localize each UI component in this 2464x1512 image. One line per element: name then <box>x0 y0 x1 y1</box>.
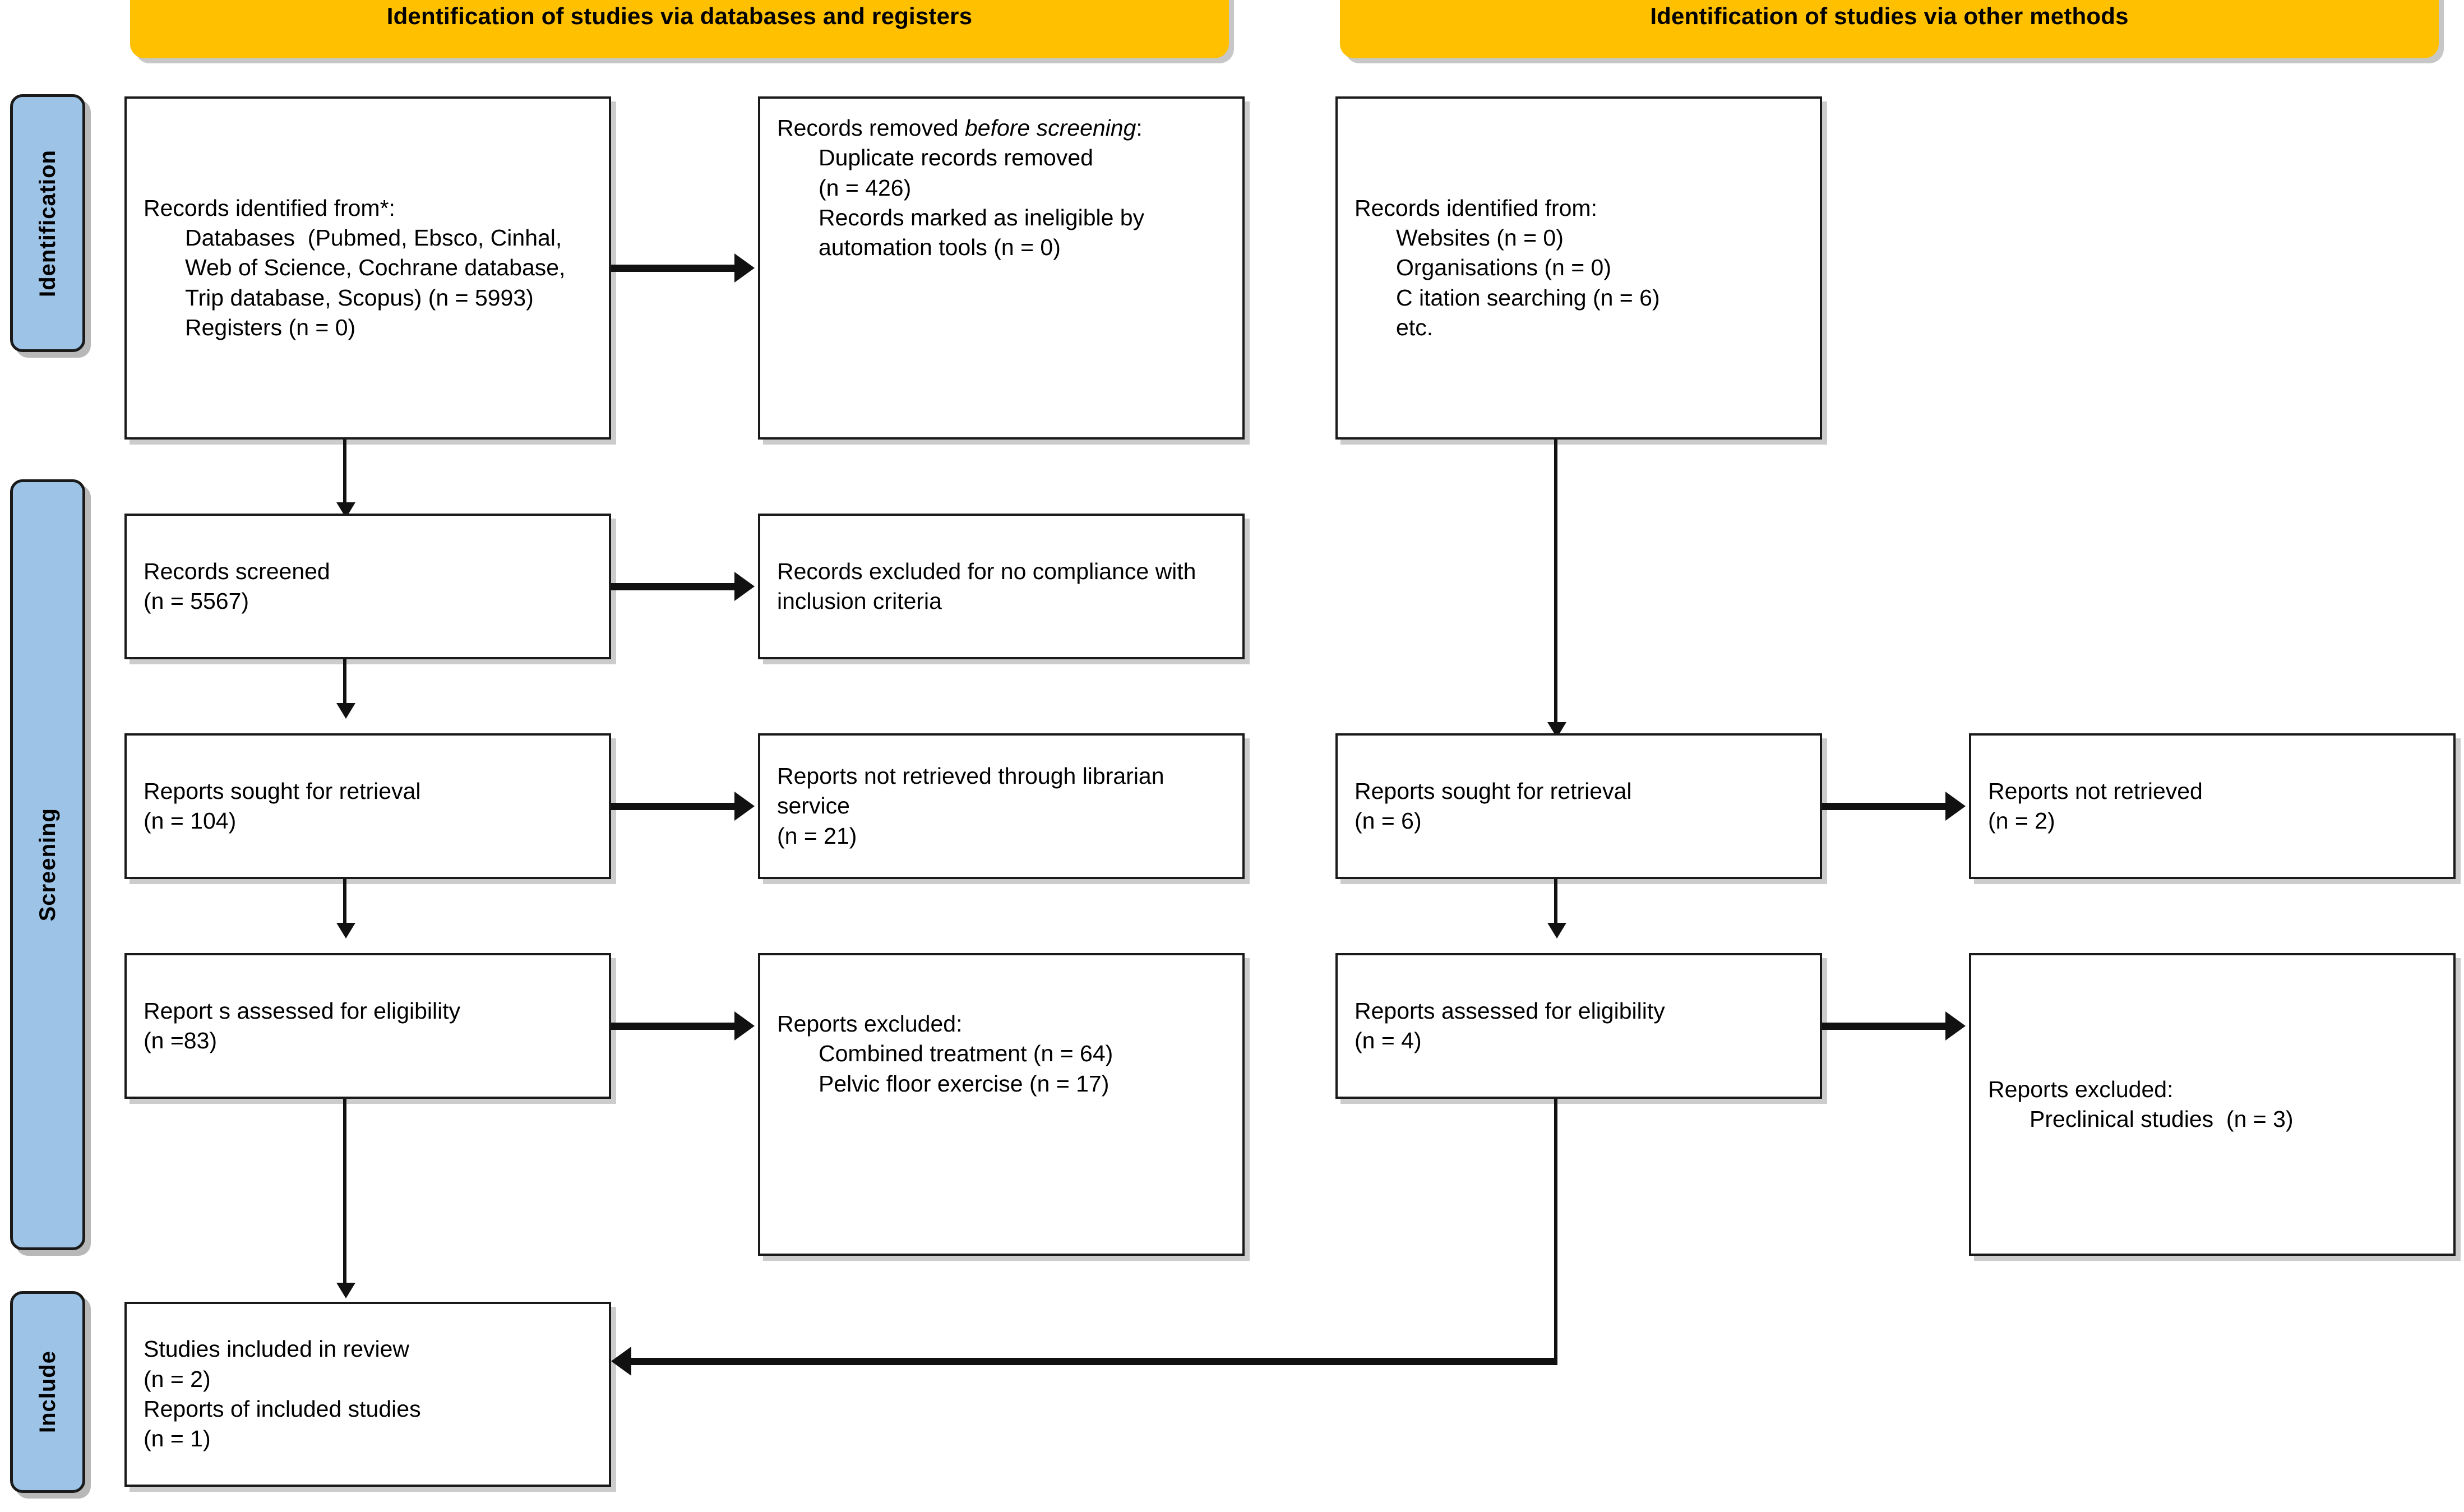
reports-not-retrieved-right-line2: (n = 2) <box>1988 808 2055 834</box>
records-screened-line1: Records screened <box>144 558 330 584</box>
box-reports-not-retrieved-right: Reports not retrieved (n = 2) <box>1969 733 2456 879</box>
rail-identification: Identification <box>10 94 85 352</box>
reports-not-retrieved-right-line1: Reports not retrieved <box>1988 778 2203 804</box>
records-identified-item: Registers (n = 0) <box>185 314 356 340</box>
box-reports-assessed-left: Report s assessed for eligibility (n =83… <box>124 953 611 1099</box>
connector-screened-to-sought <box>343 659 346 711</box>
box-reports-not-retrieved-left: Reports not retrieved through librarian … <box>758 733 1245 879</box>
connector-assessed-left-to-included-arrowhead <box>336 1283 355 1298</box>
box-records-removed: Records removed before screening: Duplic… <box>758 96 1245 440</box>
reports-sought-right-line2: (n = 6) <box>1354 808 1422 834</box>
records-screened-line2: (n = 5567) <box>144 588 249 614</box>
connector-screened-to-excluded-shaft <box>611 583 736 590</box>
box-reports-assessed-right: Reports assessed for eligibility (n = 4) <box>1335 953 1822 1099</box>
box-records-screened: Records screened (n = 5567) <box>124 514 611 659</box>
reports-assessed-left-line1: Report s assessed for eligibility <box>144 997 461 1024</box>
connector-sought-right-to-notretrieved-arrowhead <box>1945 792 1966 821</box>
banner-databases-registers: Identification of studies via databases … <box>130 0 1229 58</box>
connector-screened-to-sought-arrowhead <box>336 703 355 719</box>
connector-assessed-left-to-included <box>343 1099 346 1289</box>
reports-excluded-right-item: Preclinical studies (n = 3) <box>2030 1106 2294 1132</box>
records-removed-heading-plain: Records removed <box>777 115 965 141</box>
banner-other-label: Identification of studies via other meth… <box>1650 3 2129 29</box>
studies-included-line4: (n = 1) <box>144 1426 211 1452</box>
records-identified-other-item: etc. <box>1396 314 1434 340</box>
connector-identified-to-screened <box>343 440 346 510</box>
connector-assessed-right-to-excluded-shaft <box>1822 1023 1947 1030</box>
banner-databases-label: Identification of studies via databases … <box>386 3 973 29</box>
studies-included-line3: Reports of included studies <box>144 1396 421 1422</box>
connector-sought-right-to-notretrieved-shaft <box>1822 803 1947 810</box>
box-records-identified: Records identified from*: Databases (Pub… <box>124 96 611 440</box>
rail-identification-label: Identification <box>35 149 60 297</box>
records-removed-item: Duplicate records removed <box>819 145 1093 171</box>
connector-assessed-left-to-excluded-shaft <box>611 1023 736 1030</box>
rail-screening-label: Screening <box>35 808 60 922</box>
reports-assessed-right-line1: Reports assessed for eligibility <box>1354 997 1665 1024</box>
rail-include: Include <box>10 1291 85 1493</box>
connector-sought-left-to-notretrieved-shaft <box>611 803 736 810</box>
connector-right-to-included-arrowhead <box>611 1347 631 1376</box>
box-reports-excluded-left: Reports excluded: Combined treatment (n … <box>758 953 1245 1256</box>
records-removed-item: (n = 426) <box>819 174 912 201</box>
box-records-excluded: Records excluded for no compliance with … <box>758 514 1245 659</box>
records-identified-other-item: C itation searching (n = 6) <box>1396 284 1660 311</box>
connector-assessed-right-drop <box>1554 1099 1557 1361</box>
connector-identified-to-removed-arrowhead <box>734 253 755 283</box>
box-records-identified-other: Records identified from: Websites (n = 0… <box>1335 96 1822 440</box>
reports-excluded-right-heading: Reports excluded: <box>1988 1076 2174 1102</box>
studies-included-line1: Studies included in review <box>144 1336 410 1362</box>
connector-other-to-sought-right <box>1554 440 1557 731</box>
studies-included-line2: (n = 2) <box>144 1366 211 1392</box>
connector-identified-to-removed-shaft <box>611 265 736 272</box>
reports-sought-right-line1: Reports sought for retrieval <box>1354 778 1632 804</box>
records-identified-other-item: Websites (n = 0) <box>1396 225 1564 251</box>
connector-assessed-left-to-excluded-arrowhead <box>734 1011 755 1041</box>
connector-sought-left-to-notretrieved-arrowhead <box>734 792 755 821</box>
reports-sought-left-line2: (n = 104) <box>144 808 237 834</box>
reports-sought-left-line1: Reports sought for retrieval <box>144 778 421 804</box>
connector-screened-to-excluded-arrowhead <box>734 572 755 601</box>
reports-excluded-left-heading: Reports excluded: <box>777 1011 963 1037</box>
rail-screening: Screening <box>10 479 85 1250</box>
box-reports-sought-right: Reports sought for retrieval (n = 6) <box>1335 733 1822 879</box>
box-reports-sought-left: Reports sought for retrieval (n = 104) <box>124 733 611 879</box>
connector-sought-left-to-assessed-arrowhead <box>336 923 355 938</box>
box-reports-excluded-right: Reports excluded: Preclinical studies (n… <box>1969 953 2456 1256</box>
connector-sought-left-to-assessed <box>343 879 346 931</box>
box-studies-included: Studies included in review (n = 2) Repor… <box>124 1302 611 1487</box>
reports-assessed-left-line2: (n =83) <box>144 1028 218 1053</box>
records-identified-other-heading: Records identified from: <box>1354 195 1597 221</box>
reports-excluded-left-item: Pelvic floor exercise (n = 17) <box>819 1070 1110 1097</box>
records-removed-heading-italic: before screening <box>964 115 1136 141</box>
records-identified-heading: Records identified from*: <box>144 195 395 221</box>
banner-other-methods: Identification of studies via other meth… <box>1340 0 2439 58</box>
reports-not-retrieved-left-line1: Reports not retrieved through librarian … <box>777 763 1171 819</box>
records-identified-item: Databases (Pubmed, Ebsco, Cinhal, Web of… <box>185 225 572 311</box>
records-removed-heading-tail: : <box>1136 115 1143 141</box>
connector-right-to-included-shaft <box>630 1358 1557 1365</box>
records-identified-other-item: Organisations (n = 0) <box>1396 255 1611 281</box>
connector-sought-right-to-assessed-arrowhead <box>1547 923 1566 938</box>
reports-not-retrieved-left-line2: (n = 21) <box>777 822 857 849</box>
records-removed-item: Records marked as ineligible by automati… <box>819 204 1151 261</box>
connector-sought-right-to-assessed <box>1554 879 1557 931</box>
reports-assessed-right-line2: (n = 4) <box>1354 1028 1422 1053</box>
records-removed-heading: Records removed before screening: <box>777 113 1226 143</box>
connector-assessed-right-to-excluded-arrowhead <box>1945 1011 1966 1041</box>
rail-include-label: Include <box>35 1351 60 1434</box>
reports-excluded-left-item: Combined treatment (n = 64) <box>819 1041 1113 1067</box>
records-excluded-line1: Records excluded for no compliance with … <box>777 558 1203 614</box>
